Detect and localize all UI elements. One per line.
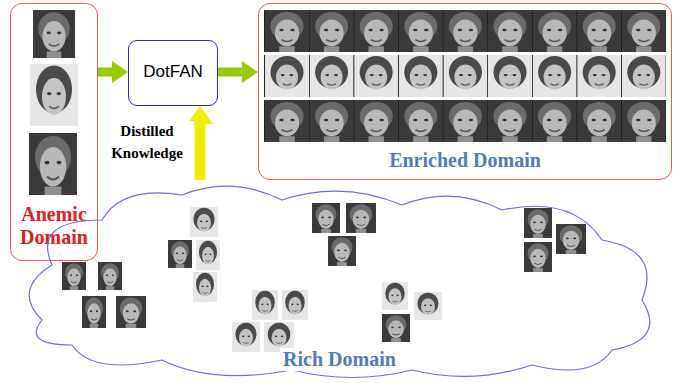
domain-box: Anemic Domain — [10, 3, 98, 261]
domain-label: Anemic Domain — [11, 203, 97, 249]
domain-box: Enriched Domain — [258, 3, 672, 180]
domain-label: Rich Domain — [280, 348, 399, 371]
box-label: DotFAN — [140, 62, 206, 82]
arrow-shaft — [195, 124, 206, 180]
cloud-outline-path — [29, 186, 650, 377]
domain-label: Enriched Domain — [386, 149, 544, 172]
arrow-head — [112, 61, 128, 83]
arrow-shaft — [98, 68, 112, 77]
domain-cloud: Rich Domain — [12, 180, 667, 380]
flow-arrow — [98, 61, 128, 83]
process-box: DotFAN — [128, 40, 218, 106]
arrow-head — [242, 61, 258, 83]
edge-label: Distilled Knowledge — [100, 121, 194, 165]
arrow-shaft — [218, 68, 242, 77]
flow-arrow — [218, 61, 258, 83]
